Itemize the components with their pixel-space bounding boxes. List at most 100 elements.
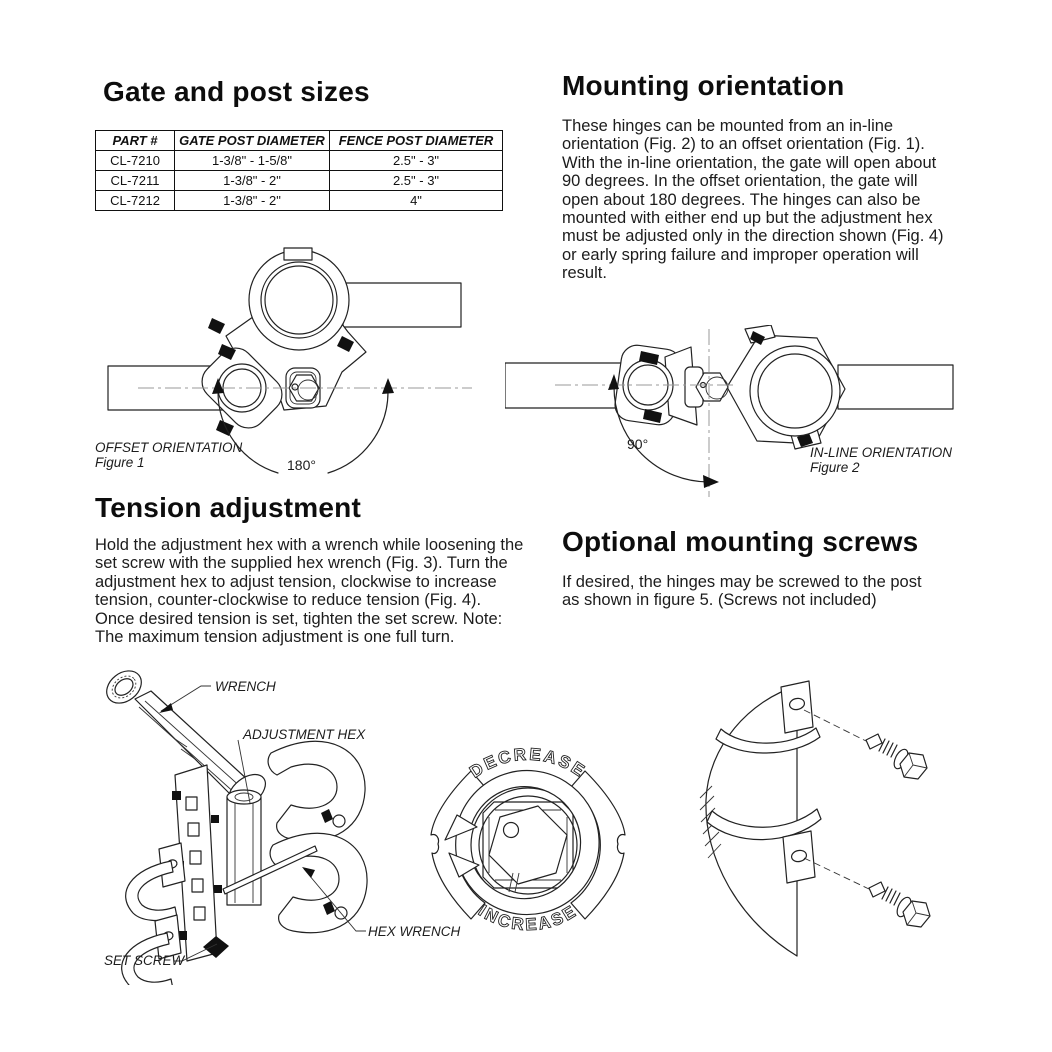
screw-thread — [881, 886, 889, 900]
table-cell: 2.5" - 3" — [329, 170, 503, 191]
arrowhead — [302, 867, 315, 878]
figure2-caption-title: IN-LINE ORIENTATION — [810, 445, 953, 460]
fence-post — [705, 685, 798, 957]
arrowhead — [212, 378, 224, 394]
fence-post-ring-inner — [757, 353, 833, 429]
lower-strap — [706, 808, 822, 841]
wrench-handle-line — [138, 706, 238, 796]
table-row: CL-7212 1-3/8" - 2" 4" — [95, 190, 503, 211]
adjustment-hex-front — [695, 372, 729, 402]
wrench-label: WRENCH — [215, 679, 276, 694]
screw-thread — [885, 888, 893, 902]
fence-post-ring-inner — [264, 265, 334, 335]
upper-strap — [715, 727, 821, 754]
figure2-inline-orientation-drawing — [505, 325, 954, 497]
rack-slot — [185, 796, 198, 811]
figure2-caption-number: Figure 2 — [810, 460, 860, 475]
gate-rail-right — [342, 282, 462, 328]
fence-post-ring — [260, 261, 338, 339]
adjustment-hex-top-inner — [234, 792, 254, 802]
upper-gate-clamp — [267, 740, 366, 842]
left-clamp-wing — [430, 770, 486, 920]
table-cell: CL-7210 — [95, 150, 175, 171]
screw-thread — [893, 892, 901, 906]
screw-head-facet — [906, 912, 917, 926]
clamp-bolt — [797, 433, 813, 447]
screw-head-facet — [908, 752, 914, 766]
table-cell: 1-3/8" - 2" — [174, 190, 330, 211]
screw-head-facet — [912, 764, 928, 769]
hex-wrench-rod — [222, 845, 318, 895]
clamp-bolt — [337, 336, 354, 352]
mounting-orientation-paragraph: These hinges can be mounted from an in-l… — [562, 117, 944, 283]
right-clamp-wing — [570, 770, 626, 920]
wrench-engraving — [180, 748, 196, 760]
gate-strap — [125, 860, 178, 922]
figure4-tension-dial-drawing: DECREASE INCREASE — [430, 745, 626, 935]
lower-bracket — [782, 830, 816, 884]
hatch — [707, 843, 722, 859]
heading-gate-and-post-sizes: Gate and post sizes — [103, 76, 370, 107]
upper-bracket — [780, 680, 814, 734]
screw-tip — [868, 881, 886, 898]
upper-screw — [865, 733, 928, 780]
adjustment-hex-label: ADJUSTMENT HEX — [243, 727, 366, 742]
table-cell: 1-3/8" - 2" — [174, 170, 330, 191]
figure2-angle-label: 90° — [627, 436, 649, 452]
hex-pin-hole — [502, 821, 520, 839]
screw-head-facet — [911, 900, 917, 914]
clamp-bolt — [643, 409, 662, 423]
gate-post-size-table: PART # GATE POST DIAMETER FENCE POST DIA… — [95, 130, 503, 211]
hatch — [699, 785, 713, 799]
upper-bracket-hole — [788, 697, 806, 711]
adjustment-hex-top — [226, 789, 262, 805]
pivot-boss — [705, 376, 729, 400]
wrench-box-end-hole — [114, 678, 134, 696]
top-tab — [283, 247, 313, 261]
swing-arc — [613, 386, 710, 483]
clamp-bolt — [323, 901, 335, 915]
rack-slot — [187, 822, 200, 837]
figure1-caption-number: Figure 1 — [95, 455, 145, 470]
arrowhead — [382, 378, 394, 394]
screw-thread — [878, 738, 886, 752]
lower-screw — [868, 881, 931, 928]
decrease-arrowhead — [444, 814, 478, 841]
tension-adjustment-paragraph: Hold the adjustment hex with a wrench wh… — [95, 536, 524, 647]
heading-mounting-orientation: Mounting orientation — [562, 70, 845, 101]
heading-optional-mounting-screws: Optional mounting screws — [562, 526, 919, 557]
table-cell: 1-3/8" - 1-5/8" — [174, 150, 330, 171]
arrowhead — [159, 703, 173, 713]
set-screw — [203, 936, 229, 958]
increase-arrowhead — [448, 852, 480, 878]
figure5-mounting-screws-drawing — [699, 680, 931, 957]
heading-tension-adjustment: Tension adjustment — [95, 492, 361, 523]
figure1-angle-label: 180° — [287, 457, 316, 473]
table-header-part: PART # — [95, 130, 175, 151]
wrench-box-end — [106, 670, 142, 704]
gate-rail-right — [837, 364, 954, 410]
screw-head-facet — [915, 912, 931, 917]
lower-bracket-hole — [790, 849, 808, 863]
lower-gate-clamp — [269, 832, 368, 934]
clamp-bolt — [208, 318, 225, 334]
screw-thread — [886, 742, 894, 756]
arrowhead — [703, 475, 719, 488]
hex-wrench-leader-line — [303, 868, 366, 932]
adjustment-hex-leader-line — [237, 739, 251, 804]
rack-slot — [193, 906, 206, 921]
table-cell: CL-7211 — [95, 170, 175, 191]
hatch — [700, 807, 716, 823]
rack-bolt — [214, 885, 222, 893]
rotation-arrow-band — [456, 769, 600, 916]
gate-strap — [121, 932, 173, 985]
clamp-bolt — [321, 809, 333, 823]
table-row: CL-7211 1-3/8" - 2" 2.5" - 3" — [95, 170, 503, 191]
table-cell: 2.5" - 3" — [329, 150, 503, 171]
figure1-offset-orientation-drawing — [107, 247, 472, 474]
fence-post-ring-outer — [749, 345, 841, 437]
adjustment-hex-face — [488, 805, 568, 885]
figure1-caption-title: OFFSET ORIENTATION — [95, 440, 243, 455]
screw-alignment-line — [803, 857, 870, 890]
wrench-handle-line — [144, 700, 244, 790]
